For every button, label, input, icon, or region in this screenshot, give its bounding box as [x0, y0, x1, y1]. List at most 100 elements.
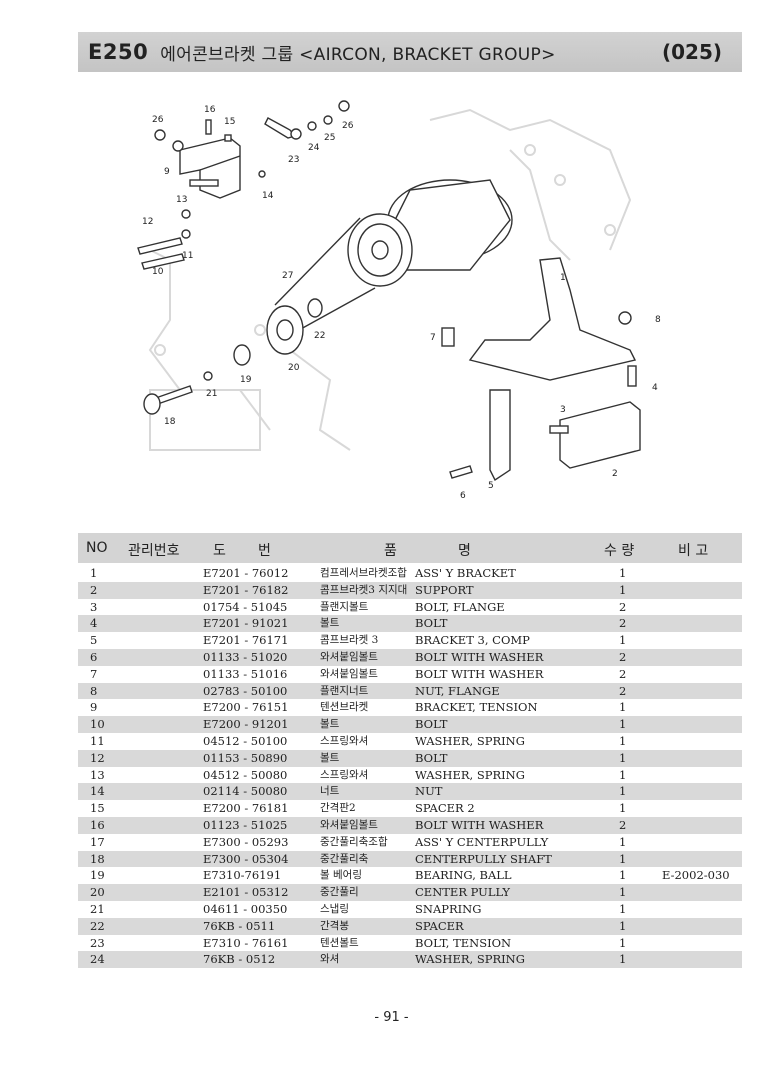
row-qty: 1 — [619, 918, 627, 933]
row-qty: 1 — [619, 868, 627, 883]
row-part-name: SUPPORT — [415, 582, 474, 597]
row-no: 24 — [90, 952, 105, 967]
compressor-bracket-parts — [441, 257, 641, 482]
row-no: 7 — [90, 666, 98, 681]
row-no: 22 — [90, 918, 105, 933]
callout-14: 14 — [262, 191, 274, 201]
row-part-name: NUT, FLANGE — [415, 683, 500, 698]
row-no: 21 — [90, 901, 105, 916]
row-part-name: WASHER, SPRING — [415, 767, 525, 782]
row-korean-name: 와셔붙임볼트 — [320, 650, 378, 663]
header-no: NO — [86, 540, 108, 556]
row-qty: 1 — [619, 952, 627, 967]
row-part-number: E7310 - 76161 — [203, 935, 289, 950]
row-part-name: BRACKET 3, COMP — [415, 633, 530, 648]
row-part-number: 04512 - 50100 — [203, 733, 288, 748]
group-code: E250 — [88, 40, 149, 64]
callout-21: 21 — [206, 389, 217, 399]
row-part-number: E7200 - 76151 — [203, 700, 289, 715]
callout-9: 9 — [164, 167, 170, 177]
row-korean-name: 볼트 — [320, 617, 340, 630]
row-no: 17 — [90, 834, 105, 849]
row-no: 3 — [90, 599, 98, 614]
row-no: 13 — [90, 767, 105, 782]
row-korean-name: 볼 베어링 — [320, 869, 362, 882]
row-qty: 1 — [619, 801, 627, 816]
row-korean-name: 텐션브라켓 — [320, 701, 369, 714]
row-korean-name: 볼트 — [320, 718, 340, 731]
row-no: 9 — [90, 700, 98, 715]
row-part-number: E2101 - 05312 — [203, 885, 289, 900]
callout-24: 24 — [308, 143, 320, 153]
row-korean-name: 와셔붙임볼트 — [320, 667, 378, 680]
row-part-number: 01153 - 50890 — [203, 750, 288, 765]
page-number: - 91 - — [374, 1010, 409, 1025]
row-part-name: SNAPRING — [415, 901, 482, 916]
row-qty: 1 — [619, 901, 627, 916]
row-qty: 1 — [619, 767, 627, 782]
row-part-number: E7201 - 76012 — [203, 566, 289, 580]
center-pulley-parts — [143, 298, 323, 415]
callout-20: 20 — [288, 363, 300, 373]
row-part-name: BOLT WITH WASHER — [415, 649, 544, 664]
header-name-1: 품 — [384, 543, 397, 559]
row-part-name: BOLT, TENSION — [415, 935, 512, 950]
callout-11: 11 — [182, 251, 193, 261]
row-qty: 1 — [619, 566, 627, 580]
callout-2: 2 — [612, 469, 618, 479]
callout-26-left: 26 — [152, 115, 164, 125]
row-part-number: E7201 - 76171 — [203, 633, 289, 648]
callout-5: 5 — [488, 481, 494, 491]
row-no: 20 — [90, 885, 105, 900]
row-korean-name: 중간풀리축조합 — [320, 835, 388, 848]
row-no: 10 — [90, 717, 105, 732]
row-part-name: BOLT — [415, 616, 448, 631]
callout-18: 18 — [164, 417, 176, 427]
row-part-number: E7200 - 91201 — [203, 717, 289, 732]
row-part-number: 01133 - 51016 — [203, 666, 288, 681]
row-part-number: 76KB - 0511 — [203, 918, 276, 933]
row-korean-name: 스냅링 — [320, 902, 349, 915]
row-part-name: CENTER PULLY — [415, 885, 510, 900]
row-korean-name: 컴프레서브라켓조합 — [320, 567, 407, 579]
row-part-name: ASS' Y CENTERPULLY — [415, 834, 549, 849]
row-korean-name: 와셔 — [320, 953, 340, 966]
row-part-number: 02114 - 50080 — [203, 784, 288, 799]
row-no: 1 — [90, 566, 98, 580]
row-qty: 1 — [619, 750, 627, 765]
row-part-name: BOLT — [415, 750, 448, 765]
diagram-svg: 1 2 3 4 5 6 7 8 9 10 11 12 13 14 15 16 1… — [137, 100, 661, 501]
row-korean-name: 스프링와셔 — [320, 768, 369, 781]
group-page-code: (025) — [661, 40, 722, 64]
row-korean-name: 중간풀리 — [320, 886, 359, 899]
row-part-name: WASHER, SPRING — [415, 733, 525, 748]
row-qty: 1 — [619, 633, 627, 648]
tension-bracket-parts — [154, 100, 350, 239]
callout-3: 3 — [560, 405, 566, 415]
callout-13: 13 — [176, 195, 187, 205]
row-remark: E-2002-030 — [662, 868, 730, 883]
row-part-name: BOLT, FLANGE — [415, 599, 505, 614]
row-part-name: CENTERPULLY SHAFT — [415, 851, 552, 866]
row-part-number: E7200 - 76181 — [203, 801, 289, 816]
row-qty: 2 — [619, 599, 627, 614]
row-part-number: E7201 - 76182 — [203, 582, 289, 597]
row-qty: 1 — [619, 700, 627, 715]
header-mgmt-no: 관리번호 — [128, 543, 180, 559]
row-no: 4 — [90, 616, 98, 631]
row-no: 5 — [90, 633, 98, 648]
row-part-name: BOLT WITH WASHER — [415, 666, 544, 681]
row-korean-name: 볼트 — [320, 751, 340, 764]
row-qty: 1 — [619, 717, 627, 732]
callout-8: 8 — [655, 315, 661, 325]
row-no: 23 — [90, 935, 105, 950]
row-part-name: SPACER 2 — [415, 801, 475, 816]
